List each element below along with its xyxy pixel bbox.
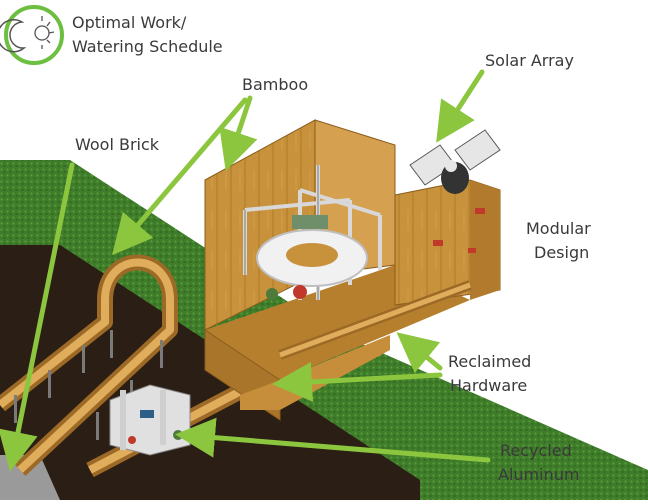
wool-brick-label: Wool Brick [75, 135, 160, 154]
reclaimed-label-line1: Reclaimed [448, 352, 531, 371]
schedule-label-line1: Optimal Work/ [72, 13, 187, 32]
callout-arrows [0, 69, 491, 472]
recycled-arrow [175, 417, 491, 463]
reclaimed-hardware-parts [433, 208, 485, 253]
bamboo-label: Bamboo [242, 75, 308, 94]
schedule-label-line2: Watering Schedule [72, 37, 223, 56]
reclaimed-arrow-to-floor [396, 332, 443, 374]
solar-array-arrow [436, 69, 485, 143]
robot-cart [109, 384, 191, 456]
reclaimed-label-line2: Hardware [450, 376, 527, 395]
solar-array [409, 129, 501, 194]
recycled-label-line1: Recycled [500, 441, 572, 460]
reclaimed-arrow-to-rail [272, 361, 443, 402]
aluminum-gantry [243, 165, 382, 300]
wool-brick-arrow [0, 162, 75, 472]
recycled-label-line2: Aluminum [498, 465, 579, 484]
bamboo-arrow-to-building [219, 95, 258, 171]
sun-moon-icon [0, 5, 64, 65]
bamboo-arrow-to-track [111, 97, 248, 256]
modular-label-line2: Design [534, 243, 589, 262]
solar-array-label: Solar Array [485, 51, 574, 70]
modular-label-line1: Modular [526, 219, 591, 238]
